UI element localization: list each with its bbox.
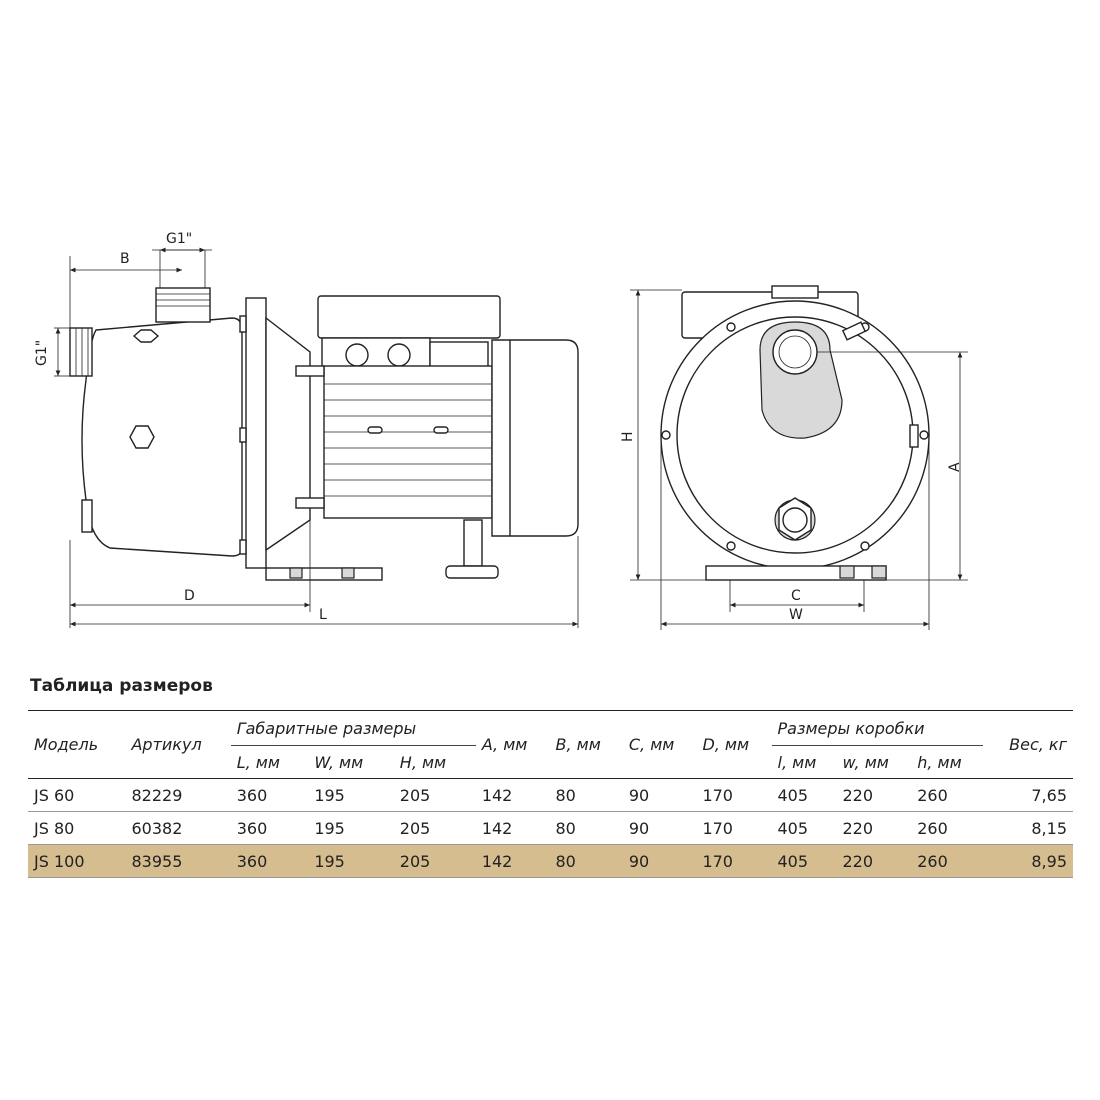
cell-box-h: 260: [917, 785, 948, 805]
dimensions-table: Модель Артикул Габаритные размеры A, мм …: [28, 710, 1073, 878]
cell-a: 142: [481, 785, 513, 805]
header-article: Артикул: [125, 710, 231, 779]
header-c: C, мм: [622, 710, 697, 779]
header-d: D, мм: [696, 710, 772, 779]
table-title: Таблица размеров: [30, 676, 213, 696]
cell-weight: 8,15: [1031, 818, 1067, 838]
cell-model: JS 80: [34, 818, 75, 838]
cell-w: 195: [314, 818, 345, 838]
header-overall: Габаритные размеры: [230, 710, 476, 746]
cell-box-l: 405: [777, 851, 809, 871]
cell-c: 90: [628, 818, 650, 838]
cell-c: 90: [628, 851, 650, 871]
header-model: Модель: [28, 710, 126, 779]
cell-d: 170: [702, 818, 733, 838]
dim-w-label: W: [789, 607, 803, 623]
cell-model: JS 60: [34, 785, 75, 805]
cell-model: JS 100: [34, 851, 85, 871]
header-w: W, мм: [308, 745, 394, 779]
table-row: JS 80 60382 360 195 205 142 80 90 170 40…: [28, 812, 1073, 845]
cell-d: 170: [702, 851, 733, 871]
cell-l: 360: [236, 818, 268, 838]
pump-technical-drawing: B G1" G1" D L: [34, 231, 968, 630]
header-h: H, мм: [393, 745, 476, 779]
cell-box-h: 260: [917, 851, 948, 871]
header-box-l: l, мм: [771, 745, 837, 779]
cell-l: 360: [236, 785, 268, 805]
dim-g1-side-label: G1": [34, 340, 50, 366]
cell-box-w: 220: [842, 851, 874, 871]
dim-d-label: D: [184, 588, 195, 604]
cell-weight: 7,65: [1031, 785, 1067, 805]
dim-l-label: L: [319, 607, 327, 623]
cell-h: 205: [399, 818, 431, 838]
cell-c: 90: [628, 785, 650, 805]
front-view: [660, 285, 930, 581]
cell-w: 195: [314, 785, 345, 805]
cell-box-l: 405: [777, 818, 809, 838]
cell-box-w: 220: [842, 785, 874, 805]
cell-h: 205: [399, 785, 431, 805]
table-row-highlighted: JS 100 83955 360 195 205 142 80 90 170 4…: [28, 844, 1073, 878]
dim-b-label: B: [120, 251, 130, 267]
dim-g1-top-label: G1": [166, 231, 192, 247]
header-a: A, мм: [475, 710, 550, 779]
cell-article: 83955: [131, 851, 183, 871]
cell-a: 142: [481, 851, 513, 871]
cell-h: 205: [399, 851, 431, 871]
cell-article: 60382: [131, 818, 183, 838]
dim-a-label: A: [947, 462, 963, 472]
cell-box-l: 405: [777, 785, 809, 805]
table-row: JS 60 82229 360 195 205 142 80 90 170 40…: [28, 779, 1073, 812]
dim-h-label: H: [620, 431, 636, 442]
front-dimensions: H A C W: [620, 289, 968, 630]
cell-box-h: 260: [917, 818, 948, 838]
header-b: B, мм: [549, 710, 623, 779]
cell-box-w: 220: [842, 818, 874, 838]
header-box: Размеры коробки: [771, 710, 984, 746]
cell-d: 170: [702, 785, 733, 805]
cell-a: 142: [481, 818, 513, 838]
dim-c-label: C: [791, 588, 801, 604]
cell-weight: 8,95: [1031, 851, 1067, 871]
header-l: L, мм: [230, 745, 309, 779]
side-view: [69, 250, 579, 581]
cell-l: 360: [236, 851, 268, 871]
header-box-h: h, мм: [911, 745, 984, 779]
cell-article: 82229: [131, 785, 183, 805]
cell-b: 80: [555, 818, 576, 838]
side-dimensions: B G1" G1" D L: [34, 231, 579, 628]
cell-b: 80: [555, 851, 576, 871]
cell-b: 80: [555, 785, 576, 805]
cell-w: 195: [314, 851, 345, 871]
header-weight: Вес, кг: [983, 710, 1073, 779]
header-box-w: w, мм: [836, 745, 912, 779]
